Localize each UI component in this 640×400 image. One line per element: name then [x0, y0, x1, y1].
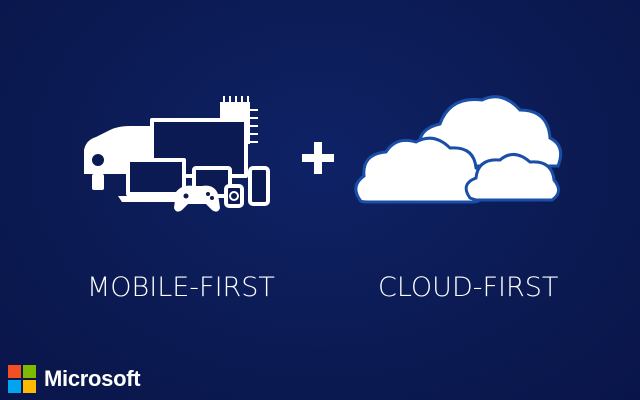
logo-square-blue	[8, 380, 21, 393]
mobile-first-caption: MOBILE-FIRST	[87, 272, 275, 303]
cloud-first-caption: CLOUD-FIRST	[378, 272, 559, 303]
brand-name: Microsoft	[44, 366, 141, 391]
logo-square-green	[23, 365, 36, 378]
cloud-icon	[354, 95, 563, 204]
microsoft-brand: Microsoft	[8, 364, 141, 394]
logo-square-red	[8, 365, 21, 378]
devices-icon	[84, 96, 270, 212]
plus-icon	[302, 142, 334, 174]
logo-square-yellow	[23, 380, 36, 393]
microsoft-logo-icon	[8, 365, 36, 393]
